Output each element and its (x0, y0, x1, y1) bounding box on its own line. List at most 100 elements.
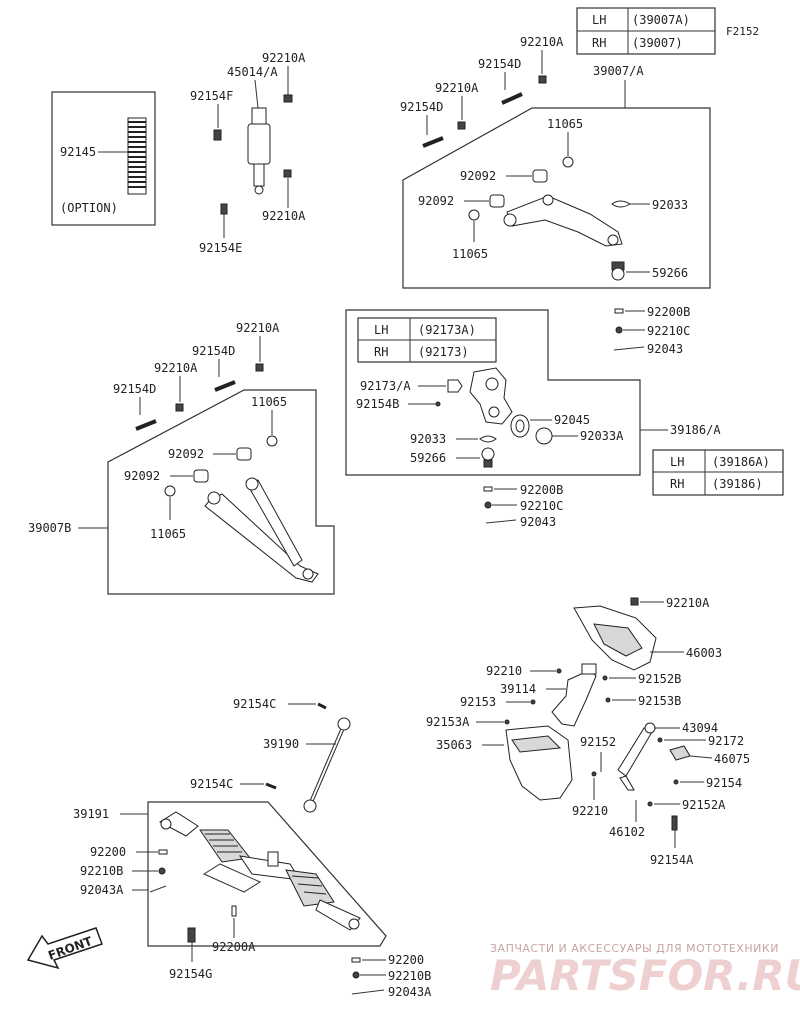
pin-icon (447, 379, 463, 393)
cotter-pin-icon (351, 989, 385, 995)
upper-arm-group: 92210A 92154D 39007/A 92210A 92154D 1106… (400, 35, 711, 289)
label-option: (OPTION) (60, 201, 118, 215)
label-ua-nut-top: 92210A (520, 35, 564, 49)
ring-icon (611, 200, 631, 208)
pin-icon (351, 957, 361, 963)
intermediate-shaft-icon (303, 717, 351, 813)
bushing-icon (532, 169, 548, 183)
label-ua-pin: 92200B (647, 305, 690, 319)
bushing-icon (489, 194, 505, 208)
label-steering-wheel: 46003 (686, 646, 722, 660)
bushing-icon (236, 447, 252, 461)
nut-icon (457, 121, 466, 130)
knuckle-group: LH (92173A) RH (92173) 92173/A 92154B 92… (345, 309, 721, 476)
bolt-icon (504, 719, 510, 725)
cotter-pin-icon (149, 885, 167, 893)
washer-icon (562, 156, 574, 168)
label-sh-shaft: 46102 (609, 825, 645, 839)
bolt-icon (501, 92, 523, 105)
label-shock: 45014/A (227, 65, 278, 79)
upper-arm-icon (503, 194, 623, 247)
label-sw-bolt-b: 92152B (638, 672, 681, 686)
table-cell-part: (92173) (418, 345, 469, 359)
label-rk-cotter-r: 92043A (388, 985, 432, 999)
label-ua-washer-bot: 11065 (452, 247, 488, 261)
lower-arm-icon (204, 477, 319, 583)
steering-wheel-icon (573, 605, 657, 671)
bolt-icon (605, 697, 611, 703)
washer-icon (266, 435, 278, 447)
label-sh-bolt-a: 92152A (682, 798, 726, 812)
front-direction-marker: FRONT (26, 927, 103, 970)
label-ua-bush-1: 92092 (460, 169, 496, 183)
pin-icon (614, 308, 624, 314)
label-col-bolt: 92153 (460, 695, 496, 709)
column-bracket-icon (551, 663, 597, 727)
label-col-bolt-b: 92153B (638, 694, 681, 708)
label-ua-balljoint: 59266 (652, 266, 688, 280)
bolt-icon (647, 801, 653, 807)
nut-icon (630, 597, 639, 606)
bushing-icon (193, 469, 209, 483)
label-la-nut-2: 92210A (154, 361, 198, 375)
label-kn-pin-b: 92200B (520, 483, 563, 497)
label-rk-pin-l: 92200 (90, 845, 126, 859)
label-sh-damper: 43094 (682, 721, 718, 735)
label-ua-bolt-d1: 92154D (478, 57, 521, 71)
circlip-icon (535, 427, 553, 445)
label-rk-cotter-l: 92043A (80, 883, 124, 897)
label-ua-bolt-d2: 92154D (400, 100, 443, 114)
label-ua-washer-top: 11065 (547, 117, 583, 131)
label-kn-pin: 92173/A (360, 379, 411, 393)
bolt-icon (530, 699, 536, 705)
pin-icon (483, 486, 493, 492)
shock-absorber-icon (247, 107, 271, 195)
label-la-washer-bot: 11065 (150, 527, 186, 541)
nut-icon (158, 867, 166, 875)
label-rk-nut-l: 92210B (80, 864, 123, 878)
table-cell-part: (92173A) (418, 323, 476, 337)
table-cell-side: LH (592, 13, 606, 27)
label-sh-bolt: 92154 (706, 776, 742, 790)
lower-arm-side-table: LH (39007A) RH (39007) (576, 7, 716, 55)
table-cell-part: (39186A) (712, 455, 770, 469)
spring-icon (127, 117, 147, 195)
label-shock-bolt-f: 92154F (190, 89, 233, 103)
nut-icon (175, 403, 184, 412)
steering-shaft-icon (617, 722, 656, 791)
label-shock-bottom-nut: 92210A (262, 209, 306, 223)
table-cell-side: RH (592, 36, 606, 50)
spring-option-group: 92145 (OPTION) (51, 91, 156, 226)
label-la-bolt-d2: 92154D (113, 382, 156, 396)
label-rk-pin-r: 92200 (388, 953, 424, 967)
table-cell-side: LH (670, 455, 684, 469)
label-col-bolt-a: 92153A (426, 715, 470, 729)
boot-icon (669, 745, 691, 761)
nut-icon (538, 75, 547, 84)
figure-code: F2152 (726, 25, 759, 38)
label-rk-bolt-g: 92154G (169, 967, 212, 981)
nut-icon (615, 326, 623, 334)
bolt-icon (317, 702, 327, 710)
washer-icon (164, 485, 176, 497)
label-la-assy: 39007B (28, 521, 71, 535)
label-sh-bolt-154a: 92154A (650, 853, 694, 867)
ball-joint-icon (481, 447, 495, 468)
label-sw-nut: 92210 (486, 664, 522, 678)
bolt-icon (265, 782, 277, 790)
steering-rack-group: 39191 92200 92210B 92043A 92200A 9215 (73, 801, 432, 999)
label-col-bolt-152: 92152 (580, 735, 616, 749)
nut-icon (255, 363, 264, 372)
collar-icon (657, 737, 663, 743)
intermediate-shaft-group: 92154C 39190 92154C (190, 697, 351, 813)
cotter-pin-icon (485, 519, 517, 524)
label-kn-cotter: 92043 (520, 515, 556, 529)
label-col-cover: 35063 (436, 738, 472, 752)
label-kn-balljoint: 59266 (410, 451, 446, 465)
bolt-icon (602, 675, 608, 681)
table-cell-part: (39007A) (632, 13, 690, 27)
label-ua-cotter: 92043 (647, 342, 683, 356)
ring-icon (479, 435, 497, 443)
label-kn-bearing: 92045 (554, 413, 590, 427)
